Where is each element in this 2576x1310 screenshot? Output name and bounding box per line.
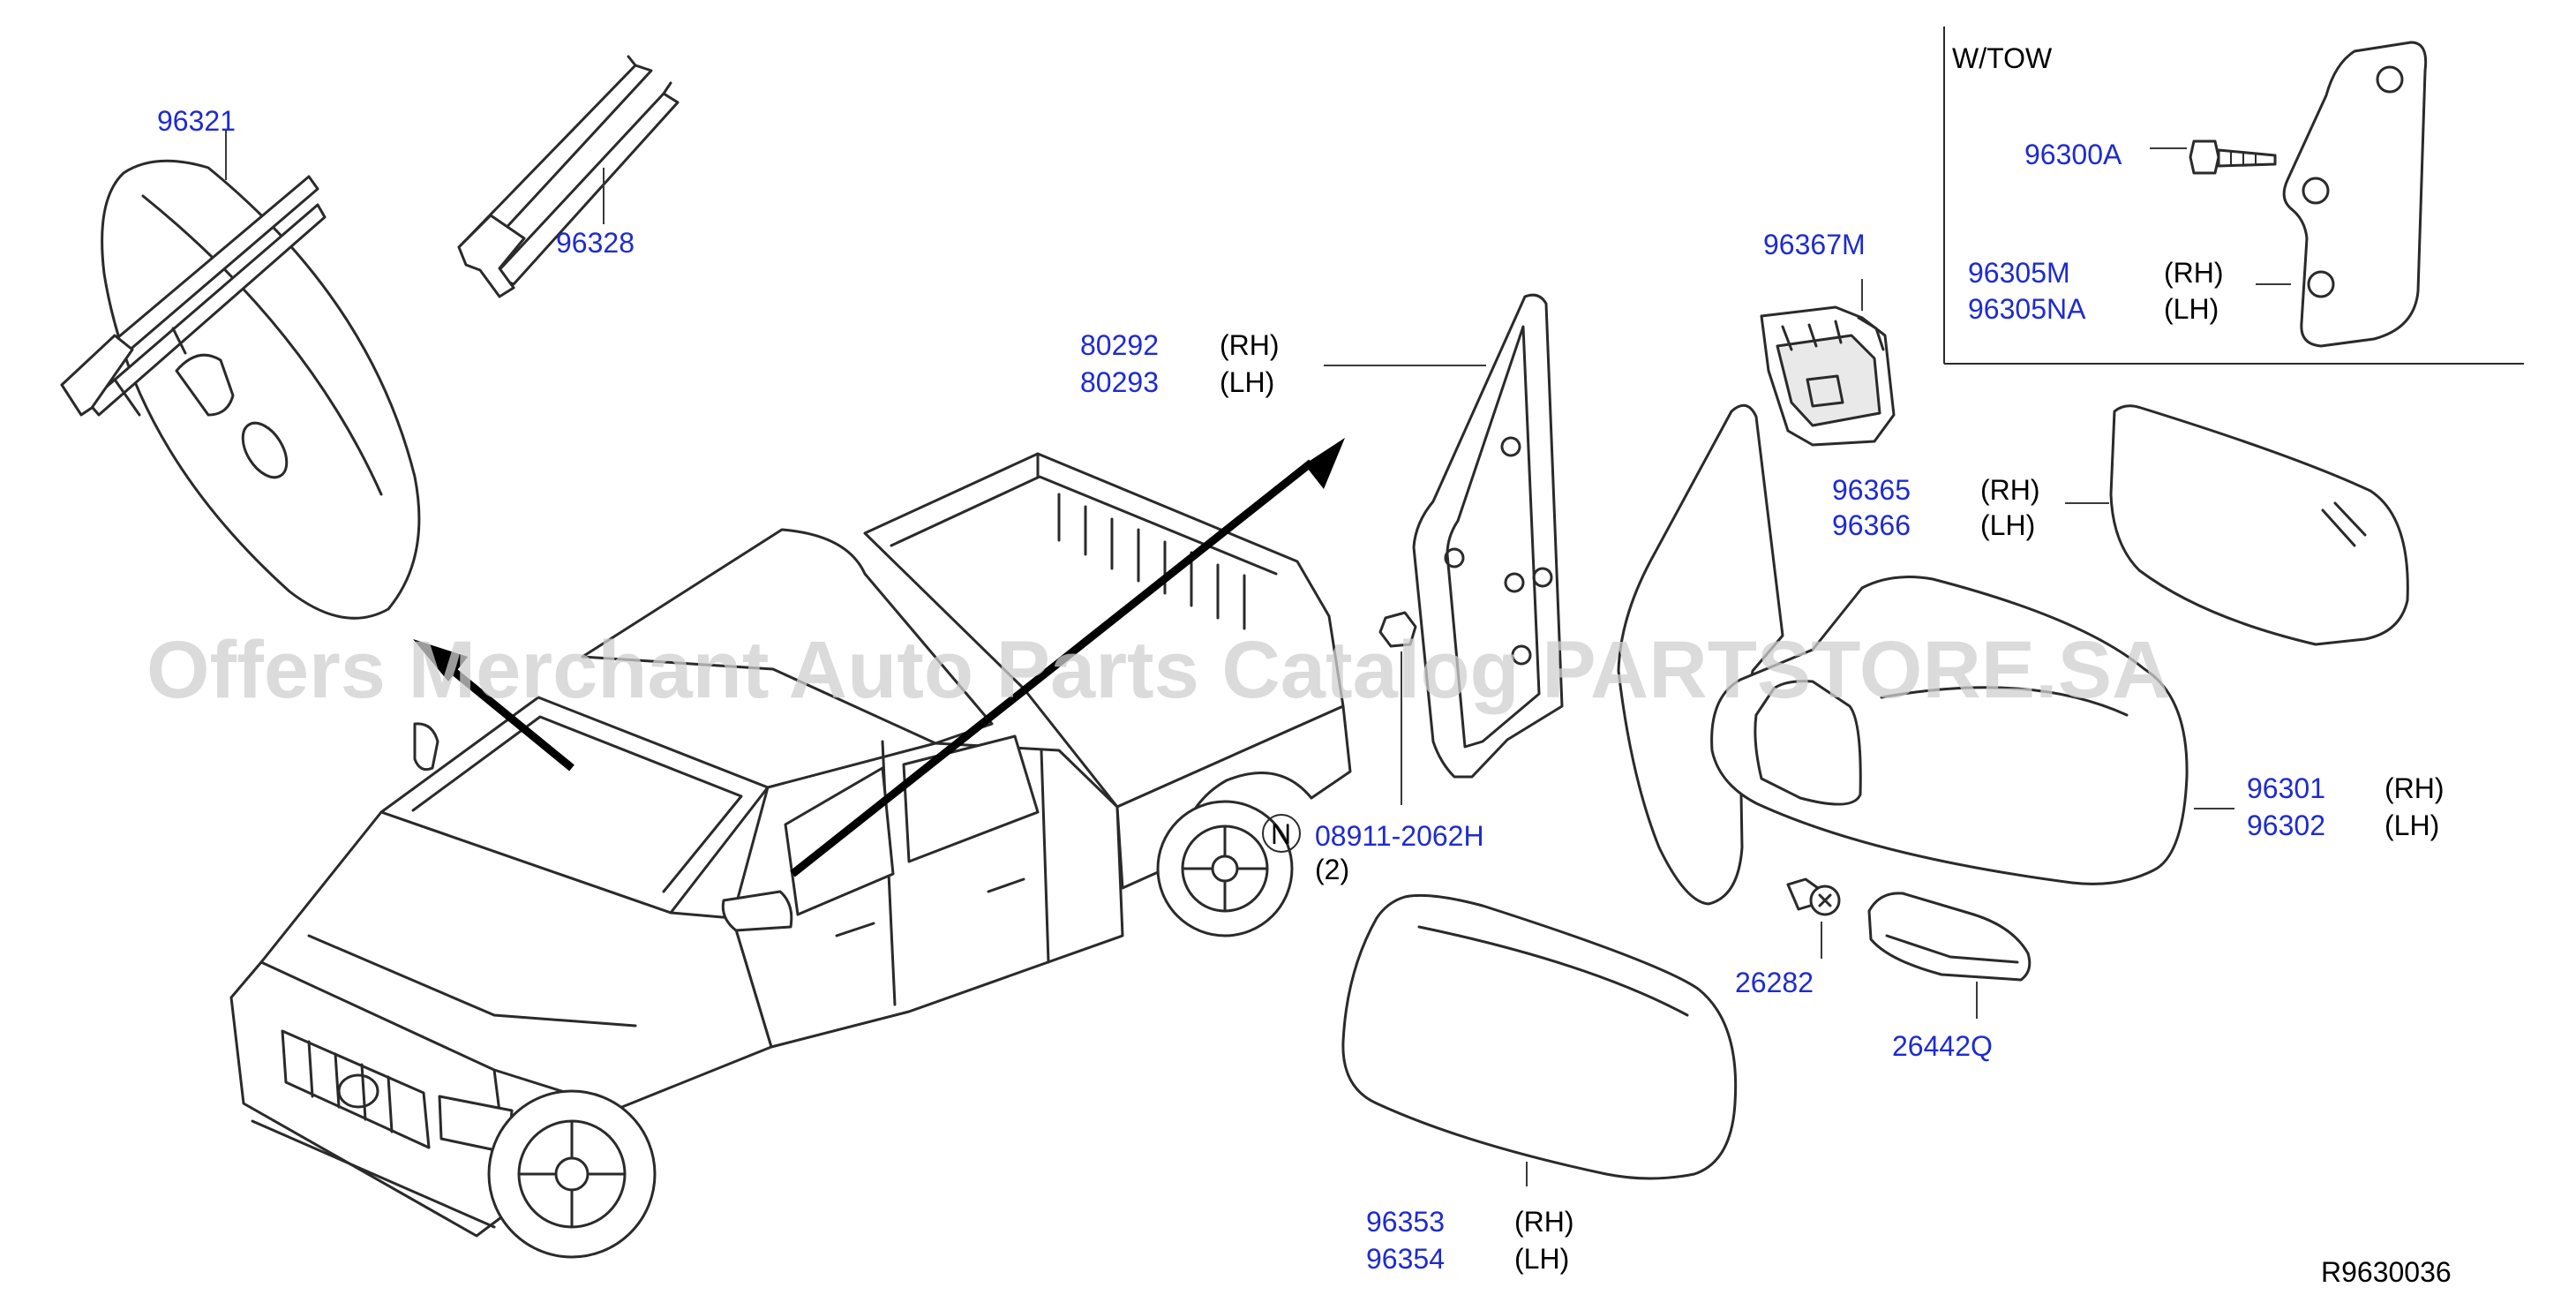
callout-26442Q[interactable]: 26442Q [1892, 1030, 1993, 1062]
side-rh-80292: (RH) [1220, 329, 1280, 361]
callout-96354[interactable]: 96354 [1366, 1243, 1445, 1275]
inside-mirror [60, 159, 421, 620]
tow-box: W/TOW 96300A 96305M (RH) 96305NA (LH) [1943, 26, 2524, 365]
callout-96305NA[interactable]: 96305NA [1968, 293, 2086, 325]
mirror-glass [2109, 404, 2409, 646]
callout-96300A[interactable]: 96300A [2024, 139, 2122, 170]
tow-box-title: W/TOW [1952, 42, 2053, 74]
mirror-base-gasket [1412, 293, 1564, 779]
callout-96367M[interactable]: 96367M [1763, 229, 1866, 260]
mirror-mount-bracket [457, 55, 680, 298]
callout-arrows [413, 438, 1345, 877]
nut-quantity: (2) [1315, 854, 1349, 885]
mirror-cover [1341, 893, 1738, 1180]
callout-08911-2062H[interactable]: 08911-2062H [1315, 820, 1484, 852]
tow-bolt [2189, 139, 2277, 175]
door-mirror-assembly [1617, 403, 2189, 906]
callout-96305M[interactable]: 96305M [1968, 257, 2070, 289]
tow-mirror-bracket [2282, 41, 2428, 348]
callout-26282[interactable]: 26282 [1735, 967, 1814, 998]
callout-80293[interactable]: 80293 [1080, 366, 1159, 398]
callout-96353[interactable]: 96353 [1366, 1206, 1445, 1238]
callout-96301[interactable]: 96301 [2247, 772, 2325, 804]
callout-96321[interactable]: 96321 [157, 105, 236, 137]
side-rh-96365: (RH) [1980, 474, 2040, 506]
side-lh-96366: (LH) [1980, 509, 2035, 541]
side-lh-96302: (LH) [2384, 809, 2439, 841]
side-lh-80293: (LH) [1220, 366, 1274, 398]
side-rh-96353: (RH) [1514, 1206, 1574, 1238]
callout-80292[interactable]: 80292 [1080, 329, 1159, 361]
mirror-actuator [1760, 305, 1896, 447]
lamp-bulb [1786, 877, 1841, 916]
side-lh-96354: (LH) [1514, 1243, 1569, 1275]
nut-symbol: N [1271, 818, 1291, 850]
callout-96365[interactable]: 96365 [1832, 474, 1911, 506]
callout-96366[interactable]: 96366 [1832, 509, 1911, 541]
turn-signal-lamp [1867, 892, 2032, 982]
side-lh-96305NA: (LH) [2164, 293, 2219, 325]
nut: N [1262, 611, 1417, 853]
side-rh-96301: (RH) [2384, 772, 2445, 804]
watermark: Offers Merchant Auto Parts Catalog PARTS… [146, 625, 2171, 715]
callout-96302[interactable]: 96302 [2247, 809, 2325, 841]
inside-mirror-housing [101, 159, 421, 620]
diagram-code: R9630036 [2321, 1256, 2452, 1288]
callout-96328[interactable]: 96328 [556, 227, 635, 259]
pickup-truck [229, 452, 1352, 1259]
side-rh-96305M: (RH) [2164, 257, 2224, 289]
